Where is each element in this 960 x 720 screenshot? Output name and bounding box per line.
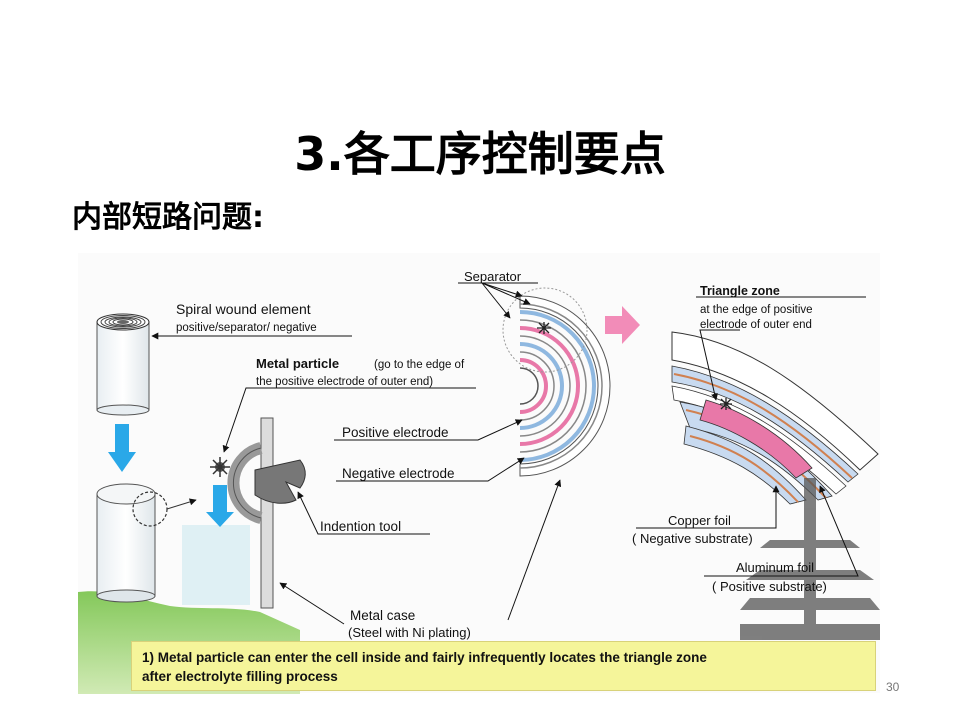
metal-case-note: (Steel with Ni plating): [348, 625, 471, 640]
aluminum-foil-note: ( Positive substrate): [712, 579, 827, 594]
spiral-label-line1: Spiral wound element: [176, 301, 311, 317]
copper-foil-note: ( Negative substrate): [632, 531, 753, 546]
triangle-zone-line2: at the edge of positive: [700, 304, 813, 316]
metal-case-cylinder: [96, 483, 197, 603]
pink-arrow-icon: [605, 306, 640, 344]
leader-lines: [151, 282, 866, 625]
triangle-zone-zoom: [671, 331, 879, 505]
spiral-label-line2: positive/separator/ negative: [176, 322, 317, 334]
negative-electrode-label: Negative electrode: [342, 466, 455, 481]
slide-subtitle: 内部短路问题:: [72, 200, 264, 235]
slide-title: 3.各工序控制要点: [294, 127, 666, 181]
page-number: 30: [886, 680, 900, 694]
note-line1: 1) Metal particle can enter the cell ins…: [142, 650, 707, 665]
metal-case-label: Metal case: [350, 608, 415, 623]
metal-particle-label: Metal particle: [256, 356, 339, 371]
triangle-zone-label: Triangle zone: [700, 284, 780, 298]
metal-particle-line2: the positive electrode of outer end): [256, 376, 433, 388]
electrode-cross-section: [502, 287, 611, 477]
indention-detail: [182, 417, 306, 609]
separator-label: Separator: [464, 269, 522, 284]
positive-electrode-label: Positive electrode: [342, 425, 449, 440]
pagoda-silhouette: [740, 478, 880, 640]
aluminum-foil-label: Aluminum foil: [736, 560, 814, 575]
down-arrow-icon: [108, 424, 136, 472]
note-line2: after electrolyte filling process: [142, 669, 338, 684]
copper-foil-label: Copper foil: [668, 513, 731, 528]
indention-tool-label: Indention tool: [320, 519, 401, 534]
triangle-particle-icon: [720, 398, 732, 410]
metal-particle-note: (go to the edge of: [374, 359, 465, 371]
triangle-zone-line3: electrode of outer end: [700, 319, 812, 331]
metal-particle-icon: [210, 457, 230, 477]
spiral-wound-element: [96, 313, 150, 416]
particle-marker-icon: [537, 322, 551, 334]
note-box: 1) Metal particle can enter the cell ins…: [131, 641, 876, 691]
